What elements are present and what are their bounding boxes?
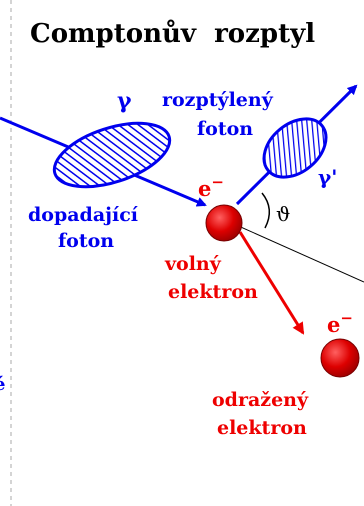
incident-photon-wavepacket — [52, 121, 172, 189]
scattered-photon-wavepacket — [262, 117, 328, 179]
diagram-title: Comptonův rozptyl — [30, 19, 315, 49]
incident-direction-extension — [224, 219, 364, 283]
scattered-photon-label-1: rozptýlený — [162, 89, 274, 111]
theta-label: ϑ — [276, 202, 290, 226]
free-electron-symbol: e− — [198, 173, 224, 201]
gamma-prime-label: γ' — [318, 165, 337, 189]
recoil-electron-symbol: e− — [327, 309, 353, 337]
free-electron — [205, 204, 243, 242]
left-edge-text-fragment: é — [0, 374, 5, 395]
gamma-label: γ — [117, 88, 132, 114]
recoil-electron-label-2: elektron — [217, 417, 307, 439]
scattering-angle-arc — [261, 192, 271, 229]
incident-photon-label-1: dopadající — [28, 204, 139, 226]
recoil-electron-path — [238, 231, 305, 335]
free-electron-label-2: elektron — [168, 281, 258, 303]
recoil-electron — [320, 338, 360, 378]
incident-photon-label-2: foton — [58, 230, 114, 252]
recoil-electron-label-1: odražený — [212, 389, 309, 411]
scattered-photon-label-2: foton — [197, 118, 253, 140]
free-electron-label-1: volný — [164, 253, 222, 275]
